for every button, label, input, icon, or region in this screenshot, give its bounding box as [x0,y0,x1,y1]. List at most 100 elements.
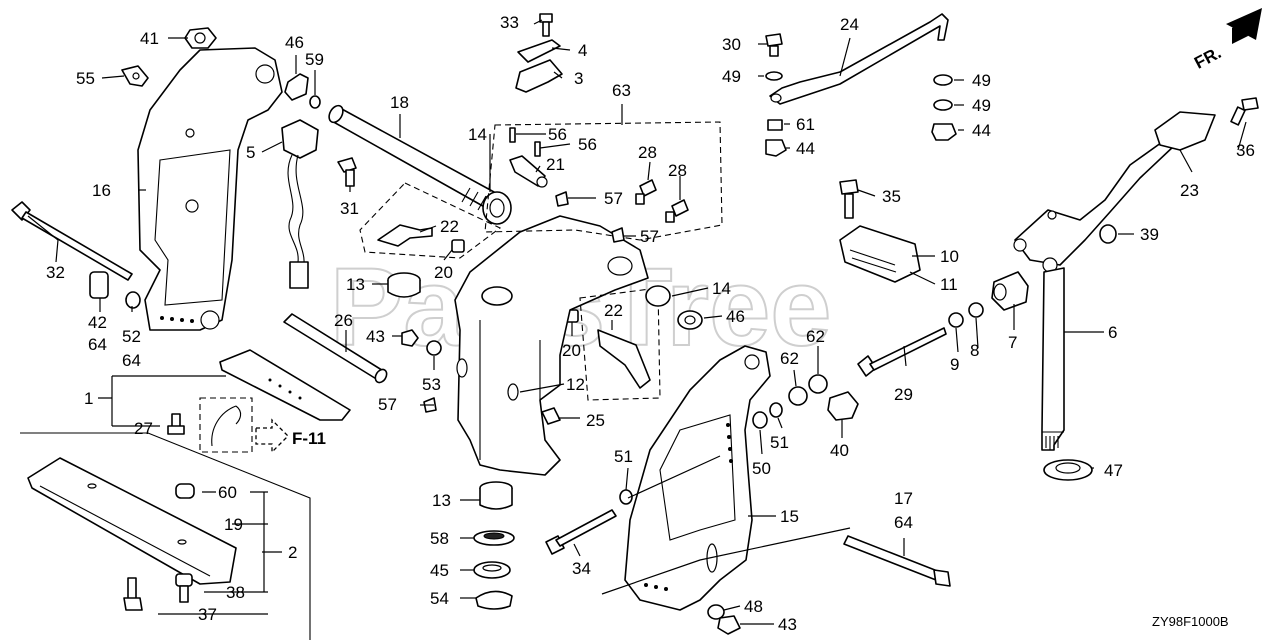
collar-13b [479,481,513,510]
washer-9 [948,312,964,328]
callout-37: 37 [198,605,217,624]
washer-49a [765,71,783,81]
collar-60 [175,483,195,499]
seal-54 [475,590,513,610]
callout-60: 60 [218,483,237,502]
collar-42 [89,271,109,299]
mount-7 [991,271,1029,311]
bolt-32 [11,201,133,281]
callout-62a: 62 [806,327,825,346]
tilt-shaft-18 [328,104,506,215]
callout-45: 45 [430,561,449,580]
callout-5: 5 [246,143,255,162]
callout-56b: 56 [578,135,597,154]
callout-51a: 51 [770,433,789,452]
group-box-22 [359,182,502,259]
callout-36: 36 [1236,141,1255,160]
trim-tab-19 [27,457,237,585]
bolt-30 [765,33,783,57]
callout-56a: 56 [548,125,567,144]
callout-50: 50 [752,459,771,478]
callout-14a: 14 [468,125,487,144]
washer-50 [752,411,768,429]
callout-44b: 44 [796,139,815,158]
callout-49b: 49 [972,71,991,90]
seal-58 [473,530,515,546]
tilt-rod-24 [769,13,949,105]
lock-lever-22b [597,329,651,389]
washer-49c [933,99,953,111]
swivel-case-12 [454,215,649,476]
callout-18: 18 [390,93,409,112]
callout-41: 41 [140,29,159,48]
callout-58: 58 [430,529,449,548]
callout-20a: 20 [434,263,453,282]
callout-3: 3 [574,69,583,88]
knob-21 [509,155,548,188]
ground-wire [211,405,242,447]
nut-62b [788,386,808,406]
callout-30: 30 [722,35,741,54]
plate-4 [517,39,561,63]
dashed-box-f11 [199,397,253,453]
group-box-22b [579,287,661,401]
bolt-27 [167,413,185,435]
callout-57c: 57 [378,395,397,414]
nut-43a [401,329,419,347]
bolt-28b [665,199,689,223]
callout-59: 59 [305,50,324,69]
front-indicator: FR. [1191,43,1224,73]
washer-39 [1099,224,1117,244]
callout-23: 23 [1180,181,1199,200]
callout-14b: 14 [712,279,731,298]
anode-1 [219,349,351,421]
callout-27: 27 [134,419,153,438]
steering-shaft-6 [1041,267,1065,451]
nut-41 [184,27,217,49]
callout-40: 40 [830,441,849,460]
callout-57b: 57 [640,227,659,246]
ref-arrow-icon [255,418,289,454]
callout-7: 7 [1008,333,1017,352]
washer-59 [309,95,321,109]
callout-13a: 13 [346,275,365,294]
callout-46: 46 [285,33,304,52]
bolt-29 [857,327,947,377]
plate-3 [515,59,563,93]
callout-19: 19 [224,515,243,534]
nut-44a [931,123,957,141]
callout-8: 8 [970,341,979,360]
bolt-36 [1230,97,1259,126]
collar-61 [767,119,783,131]
bushing-14b [645,285,671,307]
callout-2: 2 [288,543,297,562]
front-arrow-icon: FR. [1191,8,1262,73]
callout-17: 17 [894,489,913,508]
collar-13a [387,272,421,298]
steering-arm-23 [1013,111,1216,273]
seal-45 [473,561,511,579]
callout-39: 39 [1140,225,1159,244]
callout-34: 34 [572,559,591,578]
bolt-38 [175,573,193,603]
callout-44a: 44 [972,121,991,140]
washer-48 [707,604,725,620]
lock-lever-22 [377,224,433,247]
callout-52: 52 [122,327,141,346]
callout-61: 61 [796,115,815,134]
washer-46 [284,73,309,101]
bolt-34 [545,509,617,555]
bolt-17 [843,535,951,587]
bolt-20a [451,239,465,253]
callout-22a: 22 [440,217,459,236]
callout-13b: 13 [432,491,451,510]
washer-8 [968,302,984,318]
callout-28b: 28 [668,161,687,180]
washer-51a [769,402,783,418]
callout-53: 53 [422,375,441,394]
callout-46b: 46 [726,307,745,326]
callout-28a: 28 [638,143,657,162]
callout-48: 48 [744,597,763,616]
callout-21: 21 [546,155,565,174]
